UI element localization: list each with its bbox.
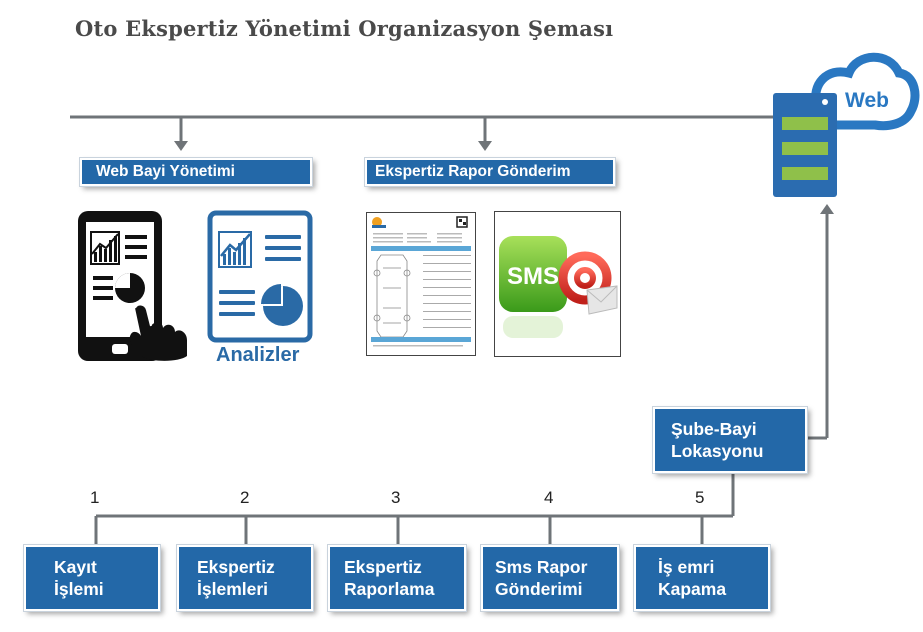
box-line-1: Kayıt [54, 557, 97, 577]
header-label: Ekspertiz Rapor Gönderim [375, 163, 571, 180]
box-line-2: İşlemi [54, 579, 104, 599]
box-line-2: Raporlama [344, 579, 435, 599]
box-line-1: Şube-Bayi [671, 419, 757, 439]
step-box-ekspertiz-islemleri: Ekspertiz İşlemleri [176, 544, 314, 612]
box-line-2: Kapama [658, 579, 727, 599]
analizler-label: Analizler [216, 344, 300, 366]
report-thumbnail [366, 212, 476, 356]
step-box-is-emri-kapama: İş emri Kapama [633, 544, 771, 612]
box-line-1: İş emri [658, 557, 715, 577]
analytics-document-icon [207, 210, 313, 343]
box-line-2: İşlemleri [197, 579, 269, 599]
step-box-kayit-islemi: Kayıt İşlemi [23, 544, 161, 612]
box-line-1: Ekspertiz [344, 557, 422, 577]
box-line-2: Lokasyonu [671, 441, 764, 461]
sube-bayi-lokasyonu-box: Şube-Bayi Lokasyonu [652, 406, 808, 474]
box-line-1: Ekspertiz [197, 557, 275, 577]
step-number: 5 [695, 488, 705, 507]
box-line-2: Gönderimi [495, 579, 583, 599]
step-box-sms-rapor-gonderimi: Sms Rapor Gönderimi [480, 544, 620, 612]
header-label: Web Bayi Yönetimi [96, 163, 235, 180]
web-label: Web [845, 89, 889, 112]
web-bayi-yonetimi-header: Web Bayi Yönetimi [79, 157, 313, 187]
report-page-image [371, 216, 471, 347]
step-number: 1 [90, 488, 100, 507]
sms-at-icon: SMS [499, 236, 618, 338]
step-number: 4 [544, 488, 554, 507]
step-number: 3 [391, 488, 401, 507]
box-line-1: Sms Rapor [495, 557, 588, 577]
sms-email-thumbnail: SMS [494, 211, 621, 357]
svg-text:SMS: SMS [507, 263, 559, 290]
phone-analytics-icon [78, 211, 187, 361]
page-title: Oto Ekspertiz Yönetimi Organizasyon Şema… [75, 16, 614, 41]
step-box-ekspertiz-raporlama: Ekspertiz Raporlama [327, 544, 467, 612]
step-number: 2 [240, 488, 250, 507]
ekspertiz-rapor-gonderim-header: Ekspertiz Rapor Gönderim [364, 157, 616, 187]
web-server-cloud-icon: Web [773, 52, 920, 197]
